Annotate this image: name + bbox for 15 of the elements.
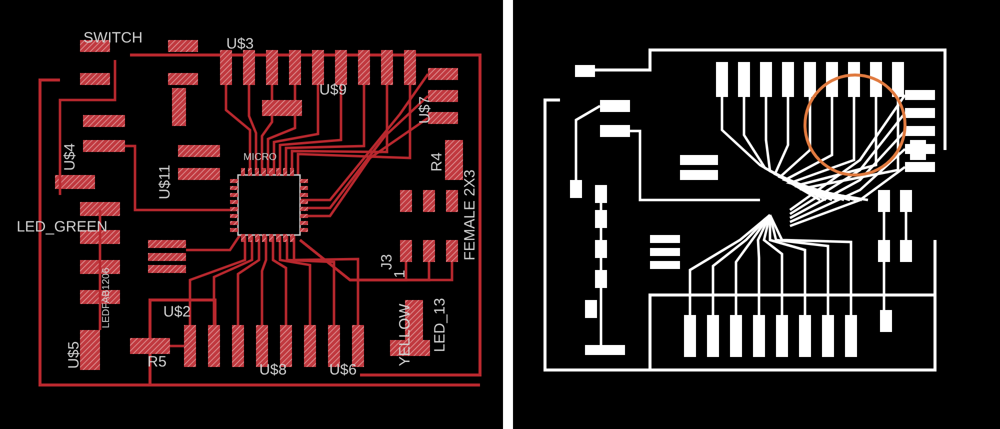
part-designator: LED_13 [432, 298, 448, 352]
part-designator: R4 [430, 152, 444, 172]
connector-label: FEMALE 2X3 [462, 170, 478, 260]
connector-label: J3 [380, 254, 394, 270]
part-designator: U$5 [66, 341, 82, 369]
part-designator: U$7 [418, 96, 432, 124]
component-label: SWITCH [83, 30, 143, 46]
pin-number: 1 [392, 270, 408, 278]
part-designator: U$6 [329, 362, 357, 378]
part-designator: U$8 [259, 362, 287, 378]
part-designator: U$3 [226, 36, 254, 52]
part-designator: U$4 [62, 143, 78, 171]
component-label: LEDFAB1206 [102, 268, 112, 328]
part-designator: U$11 [158, 164, 172, 200]
part-designator: YELLOW [398, 304, 412, 366]
